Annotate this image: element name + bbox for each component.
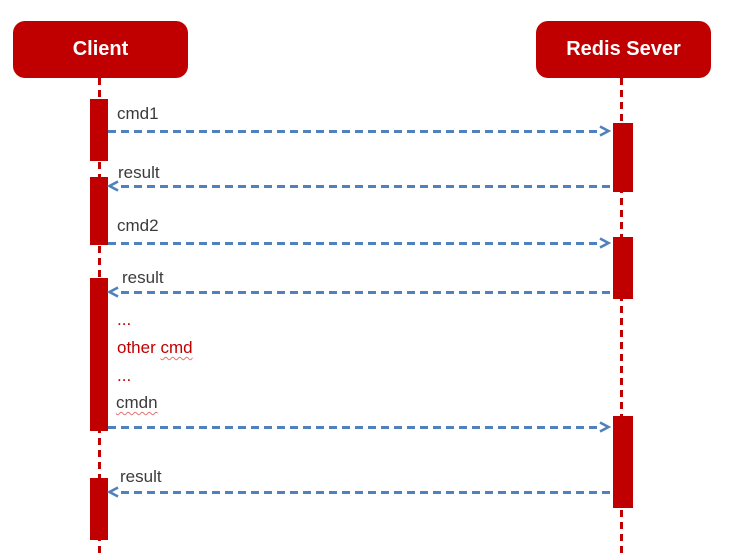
message-label: cmdn [116,393,158,412]
arrowhead-right-icon [597,124,612,138]
server-lifeline [620,78,623,554]
actor-client-box: Client [13,21,188,78]
arrowhead-left-icon [106,179,121,193]
message-line [108,426,598,429]
note-ellipsis: ... [117,366,132,385]
message-label: result [122,268,164,287]
message-label: result [120,467,162,486]
client-activation-bar-4 [90,478,108,540]
note-other-cmd-word: cmd [160,338,193,357]
message-label: cmd1 [117,104,159,123]
actor-redis-server-box: Redis Sever [536,21,711,78]
arrowhead-left-icon [106,485,121,499]
arrowhead-right-icon [597,420,612,434]
actor-client-label: Client [72,38,129,60]
server-activation-bar-2 [613,237,633,299]
arrowhead-right-icon [597,236,612,250]
message-label: result [118,163,160,182]
note-other-cmd-prefix: other [117,338,161,357]
message-label: cmd2 [117,216,159,235]
client-activation-bar-2 [90,177,108,245]
server-activation-bar-3 [613,416,633,508]
server-activation-bar-1 [613,123,633,192]
client-activation-bar-1 [90,99,108,161]
message-line [121,185,613,188]
message-line [108,130,598,133]
message-line [121,491,613,494]
client-activation-bar-3 [90,278,108,431]
message-line [108,242,598,245]
message-line [121,291,613,294]
arrowhead-left-icon [106,285,121,299]
note-ellipsis: ... [117,310,132,329]
note-other-cmd: other cmd [117,338,193,357]
actor-redis-server-label: Redis Sever [566,38,681,60]
